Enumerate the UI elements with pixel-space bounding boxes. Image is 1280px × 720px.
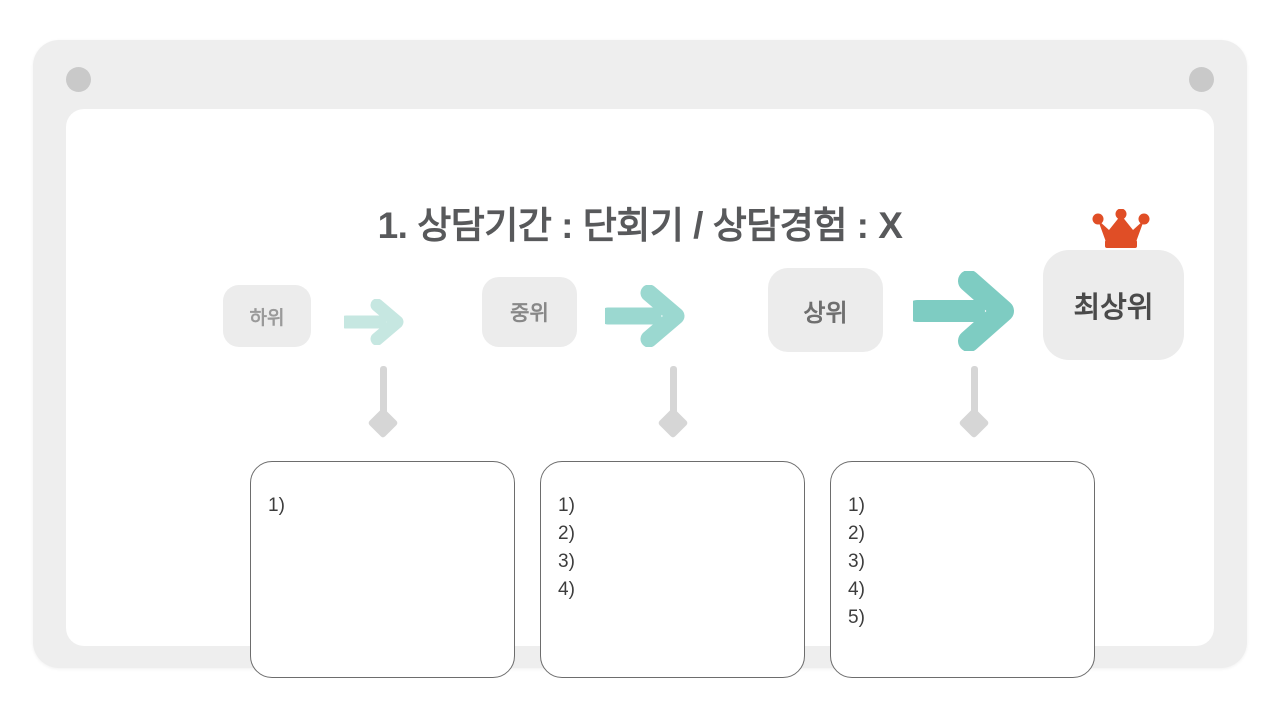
arrow-low-to-mid xyxy=(339,298,406,346)
level-chip-high[interactable]: 상위 xyxy=(768,268,883,352)
connector-line-2 xyxy=(670,366,677,422)
connector-line-3 xyxy=(971,366,978,422)
arrow-high-to-top xyxy=(906,270,1017,352)
slide-canvas: 1. 상담기간 : 단회기 / 상담경험 : X 하위 중위 상위 최상위 xyxy=(66,109,1214,678)
connector-diamond-1 xyxy=(367,407,399,439)
level-label-low: 하위 xyxy=(249,307,285,329)
list-item: 1) xyxy=(268,495,285,516)
content-box-2[interactable]: 1) 2) 3) 4) xyxy=(540,461,805,678)
level-label-mid: 중위 xyxy=(510,302,549,325)
list-item: 4) xyxy=(848,579,865,600)
level-chip-top[interactable]: 최상위 xyxy=(1043,250,1184,360)
connector-diamond-3 xyxy=(958,407,990,439)
camera-dot xyxy=(66,67,91,92)
list-item: 4) xyxy=(558,579,575,600)
content-box-1[interactable]: 1) xyxy=(250,461,515,678)
connector-line-1 xyxy=(380,366,387,422)
list-item: 1) xyxy=(558,495,575,516)
list-item: 3) xyxy=(848,551,865,572)
content-box-3[interactable]: 1) 2) 3) 4) 5) xyxy=(830,461,1095,678)
sensor-dot xyxy=(1189,67,1214,92)
list-item: 3) xyxy=(558,551,575,572)
list-item: 1) xyxy=(848,495,865,516)
list-item: 5) xyxy=(848,607,865,628)
list-item: 2) xyxy=(848,523,865,544)
device-frame: 1. 상담기간 : 단회기 / 상담경험 : X 하위 중위 상위 최상위 xyxy=(33,40,1247,678)
list-item: 2) xyxy=(558,523,575,544)
crown-icon xyxy=(1092,208,1150,249)
level-label-high: 상위 xyxy=(803,299,848,327)
connector-diamond-2 xyxy=(657,407,689,439)
page-title: 1. 상담기간 : 단회기 / 상담경험 : X xyxy=(377,205,903,246)
level-chip-mid[interactable]: 중위 xyxy=(482,277,577,347)
level-label-top: 최상위 xyxy=(1073,292,1154,324)
arrow-mid-to-high xyxy=(599,284,687,348)
level-chip-low[interactable]: 하위 xyxy=(223,285,311,347)
